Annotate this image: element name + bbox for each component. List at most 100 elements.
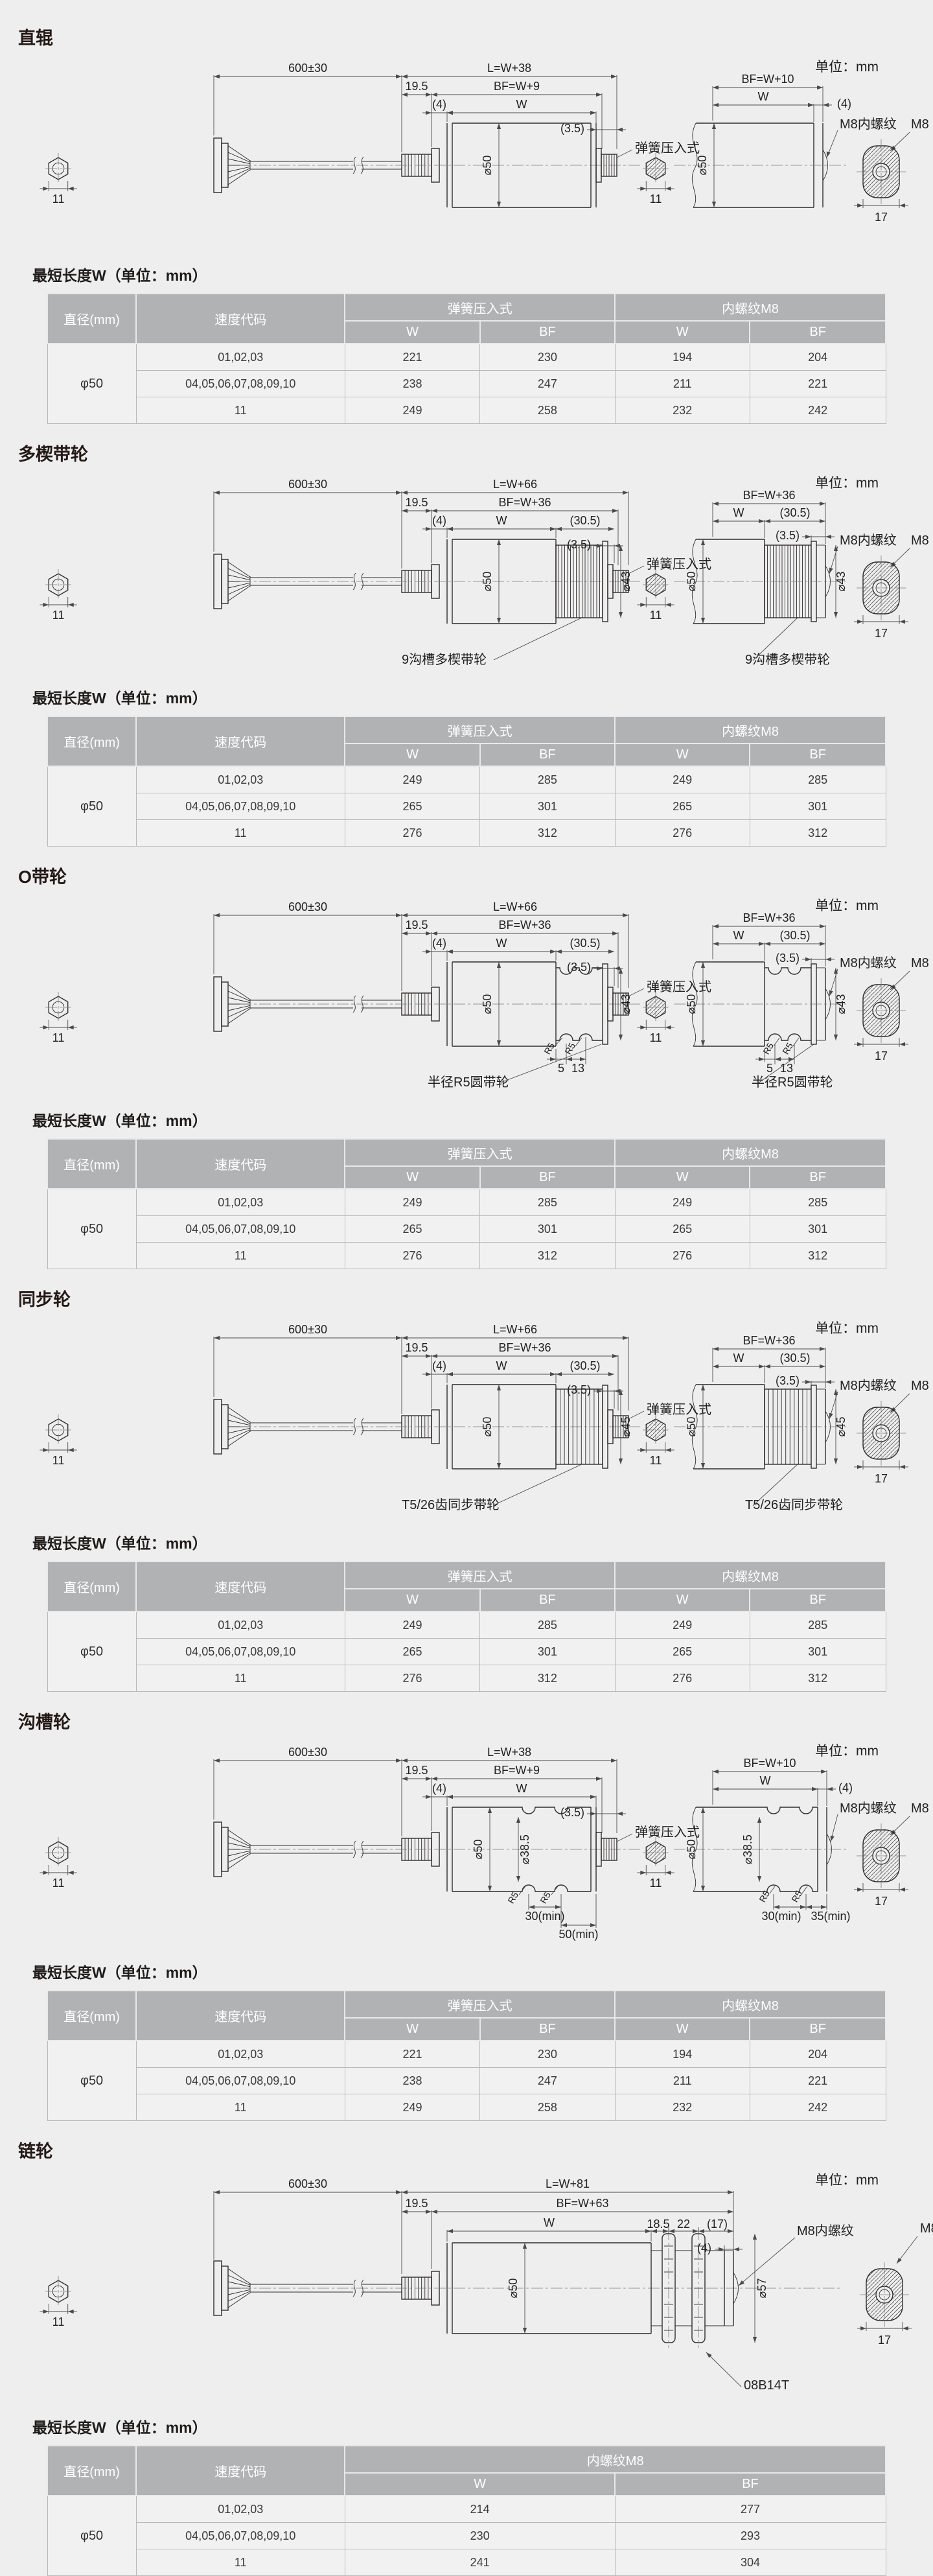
header-cell: 直径(mm): [47, 1139, 136, 1189]
value-cell: 221: [345, 2041, 479, 2068]
speed-code-cell: 01,02,03: [136, 2496, 345, 2523]
header-cell: 直径(mm): [47, 1991, 136, 2041]
value-cell: 265: [615, 1216, 750, 1243]
speed-code-cell: 11: [136, 1665, 345, 1692]
value-cell: 230: [480, 2041, 615, 2068]
label: 17: [878, 2334, 891, 2347]
label: 5: [558, 1062, 564, 1075]
label: M8内螺纹: [840, 117, 897, 132]
label: 13: [571, 1062, 584, 1075]
label: 600±30: [288, 2177, 327, 2190]
label: 17: [875, 211, 888, 224]
value-cell: 301: [480, 1216, 615, 1243]
label: BF=W+10: [741, 73, 794, 86]
value-cell: 232: [615, 2094, 750, 2121]
value-cell: 232: [615, 397, 750, 424]
value-cell: 241: [345, 2549, 615, 2576]
value-cell: 194: [615, 2041, 750, 2068]
label: BF=W+10: [743, 1757, 796, 1770]
value-cell: 265: [345, 1639, 479, 1665]
value-cell: 312: [480, 820, 615, 847]
label: R5: [780, 1041, 795, 1057]
value-cell: 249: [615, 766, 750, 793]
header-cell: 弹簧压入式: [345, 1991, 615, 2018]
label: M8内螺纹: [840, 533, 897, 548]
value-cell: 276: [615, 1243, 750, 1269]
header-cell: 速度代码: [136, 1991, 345, 2041]
label: L=W+38: [487, 62, 531, 75]
label: (3.5): [560, 1806, 584, 1819]
header-cell: 速度代码: [136, 294, 345, 344]
value-cell: 276: [345, 1665, 479, 1692]
value-cell: 312: [480, 1665, 615, 1692]
header-cell: W: [615, 321, 750, 344]
label: R5: [505, 1890, 520, 1906]
label: ⌀50: [481, 994, 494, 1014]
label: (30.5): [779, 929, 810, 942]
header-cell: W: [345, 1589, 479, 1611]
section-title: 同步轮: [18, 1289, 933, 1311]
label: ⌀50: [481, 156, 494, 176]
speed-code-cell: 04,05,06,07,08,09,10: [136, 2523, 345, 2549]
value-cell: 276: [615, 1665, 750, 1692]
value-cell: 221: [750, 2068, 886, 2094]
min-length-label: 最短长度W（单位：mm）: [32, 1531, 933, 1553]
value-cell: 312: [480, 1243, 615, 1269]
header-cell: BF: [480, 321, 615, 344]
label: 9沟槽多楔带轮: [402, 652, 487, 667]
value-cell: 301: [750, 1216, 886, 1243]
label: ⌀38.5: [518, 1834, 531, 1864]
label: L=W+38: [487, 1746, 531, 1759]
label: 11: [52, 193, 65, 205]
value-cell: 276: [345, 820, 479, 847]
label: W: [496, 1359, 507, 1372]
label: 17: [875, 1895, 888, 1908]
label: 18.5: [647, 2218, 669, 2231]
speed-code-cell: 11: [136, 2094, 345, 2121]
label: ⌀57: [755, 2278, 768, 2299]
label: 17: [875, 627, 888, 640]
label: 600±30: [288, 62, 327, 75]
label: T5/26齿同步带轮: [402, 1497, 500, 1512]
header-cell: BF: [480, 1166, 615, 1189]
label: (4): [838, 1781, 853, 1794]
min-length-label: 最短长度W（单位：mm）: [32, 1108, 933, 1130]
label: (3.5): [776, 529, 800, 542]
label: ⌀50: [685, 1840, 698, 1860]
label: 单位：mm: [815, 60, 879, 75]
label: 13: [780, 1062, 793, 1075]
label: 19.5: [405, 1341, 428, 1354]
speed-code-cell: 11: [136, 2549, 345, 2576]
label: 30(min): [525, 1910, 564, 1923]
label: M8内螺纹: [840, 1378, 897, 1393]
label: BF=W+9: [494, 1764, 540, 1777]
header-cell: BF: [750, 1589, 886, 1611]
header-cell: 内螺纹M8: [615, 1562, 886, 1589]
label: (4): [432, 514, 446, 527]
label: ⌀50: [685, 994, 698, 1014]
label: (30.5): [779, 1352, 810, 1364]
label: (3.5): [776, 952, 800, 965]
value-cell: 249: [345, 2094, 479, 2121]
label: 11: [52, 1877, 65, 1890]
value-cell: 230: [345, 2523, 615, 2549]
label: 弹簧压入式: [647, 1402, 711, 1417]
label: ⌀45: [835, 1417, 847, 1437]
label: 弹簧压入式: [647, 557, 711, 572]
value-cell: 276: [345, 1243, 479, 1269]
diameter-cell: φ50: [47, 2496, 136, 2576]
